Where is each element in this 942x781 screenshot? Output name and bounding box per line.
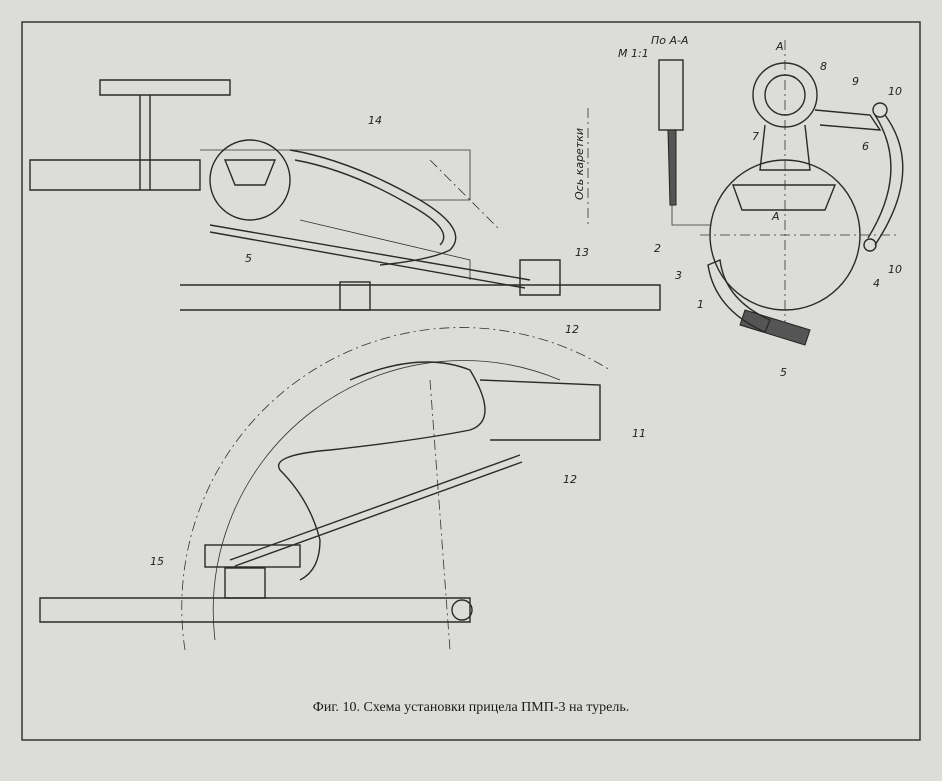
section-scale: М 1:1 — [618, 47, 649, 60]
callout-10-top: 10 — [888, 85, 902, 98]
bottom-plan-view — [39, 327, 611, 651]
callout-2: 2 — [654, 242, 661, 255]
callout-9: 9 — [852, 75, 859, 88]
callout-7: 7 — [752, 130, 759, 143]
callout-5: 5 — [245, 252, 252, 265]
callout-5-right: 5 — [780, 366, 787, 379]
top-left-assembly — [29, 79, 661, 311]
section-view — [658, 59, 710, 226]
callout-4: 4 — [873, 277, 880, 290]
carriage-axis-label: Ось каретки — [573, 128, 586, 200]
right-view — [700, 40, 904, 346]
callout-11: 11 — [632, 427, 646, 440]
section-mark-a-bottom: А — [771, 210, 780, 223]
callout-1: 1 — [697, 298, 704, 311]
section-title: По А-А — [651, 34, 689, 47]
section-mark-a-top: А — [775, 40, 784, 53]
callout-14: 14 — [368, 114, 382, 127]
callout-12: 12 — [565, 323, 579, 336]
callout-13: 13 — [575, 246, 589, 259]
callout-12-bottom: 12 — [563, 473, 577, 486]
drawing-frame — [21, 21, 921, 741]
callout-8: 8 — [820, 60, 827, 73]
figure-caption: Фиг. 10. Схема установки прицела ПМП-3 н… — [312, 700, 630, 715]
callout-6: 6 — [862, 140, 869, 153]
callout-3: 3 — [675, 269, 682, 282]
callout-15: 15 — [150, 555, 164, 568]
callout-10-bottom: 10 — [888, 263, 902, 276]
